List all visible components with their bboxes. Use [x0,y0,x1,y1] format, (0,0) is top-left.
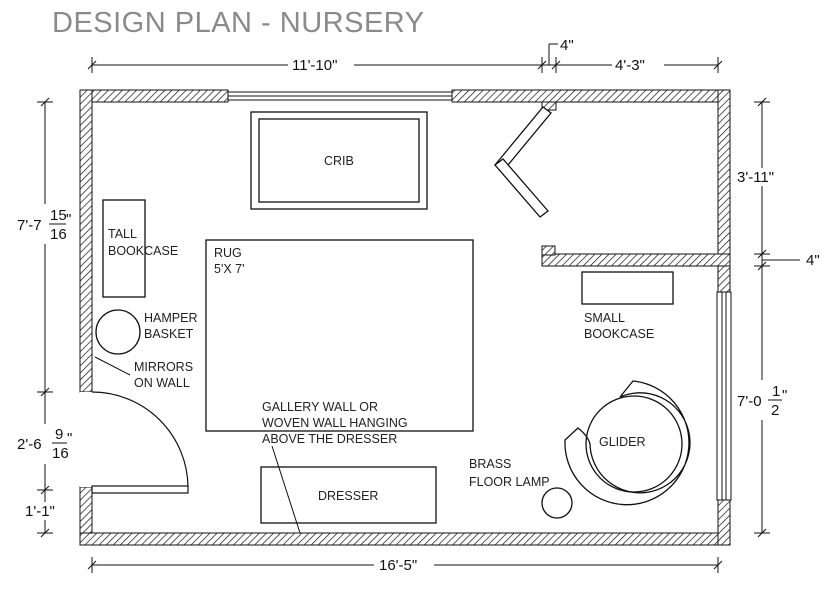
right-window [716,291,732,501]
dim-right-lower-main: 7'-0 [737,393,762,410]
bottom-dimension: 16'-5" [87,556,723,574]
small-bookcase-label-2: BOOKCASE [584,327,654,341]
small-bookcase: SMALL BOOKCASE [581,271,674,341]
left-dimensions: 7'-7 15 16 " 2'-6 9 16 " 1'-1" [14,97,76,538]
brass-floor-lamp: BRASS FLOOR LAMP [469,457,573,519]
dim-right-upper: 3'-11" [737,169,774,186]
dresser-label: DRESSER [318,489,378,503]
top-window [228,91,452,101]
tall-bookcase-label-1: TALL [108,227,137,241]
walls [79,89,731,546]
closet-bifold-door [494,106,552,218]
dim-right-lower-den: 2 [771,402,779,419]
rug: RUG 5'X 7' [205,239,474,432]
mirrors-label-1: MIRRORS [134,360,193,374]
hamper-basket: HAMPER BASKET [95,309,197,355]
rug-label-2: 5'X 7' [214,262,245,276]
entry-door [80,391,189,494]
dim-left-upper-den: 16 [50,226,67,243]
dim-left-middle-num: 9 [55,426,63,443]
lamp-label-2: FLOOR LAMP [469,475,550,489]
dim-top-small: 4" [560,37,574,54]
dim-right-small: 4" [806,252,820,269]
dim-right-lower-tail: " [782,387,787,404]
hamper-label-2: BASKET [144,327,194,341]
dim-left-upper-main: 7'-7 [17,217,42,234]
dim-left-middle-tail: " [67,430,72,447]
mirrors-label-2: ON WALL [134,376,190,390]
dim-left-upper-tail: " [66,211,71,228]
glider-label: GLIDER [599,435,646,449]
crib: CRIB [250,111,428,210]
crib-label: CRIB [324,154,354,168]
dim-right-lower-num: 1 [772,383,780,400]
plan-title: DESIGN PLAN - NURSERY [52,7,425,39]
tall-bookcase-label-2: BOOKCASE [108,244,178,258]
dim-left-lower: 1'-1" [25,503,55,520]
top-dimensions: 11'-10" 4" 4'-3" [87,37,723,74]
dim-left-middle-main: 2'-6 [17,436,42,453]
rug-label-1: RUG [214,246,242,260]
mirrors-on-wall: MIRRORS ON WALL [94,356,193,390]
glider: GLIDER [564,380,691,506]
svg-text:7'-7: 7'-7 [17,217,42,234]
dim-top-right: 4'-3" [615,57,645,74]
gallery-label-1: GALLERY WALL OR [262,400,378,414]
tall-bookcase: TALL BOOKCASE [102,199,178,298]
dim-top-left: 11'-10" [292,57,337,74]
dim-left-upper-num: 15 [50,207,67,224]
lamp-label-1: BRASS [469,457,511,471]
dresser: DRESSER [260,466,437,524]
gallery-wall-note: GALLERY WALL OR WOVEN WALL HANGING ABOVE… [262,400,408,534]
small-bookcase-label-1: SMALL [584,311,625,325]
right-dimensions: 3'-11" 4" 7'-0 1 2 " [734,97,820,538]
gallery-label-2: WOVEN WALL HANGING [262,416,408,430]
gallery-label-3: ABOVE THE DRESSER [262,432,397,446]
dim-left-middle-den: 16 [52,445,69,462]
hamper-label-1: HAMPER [144,311,197,325]
dim-bottom: 16'-5" [379,557,417,574]
